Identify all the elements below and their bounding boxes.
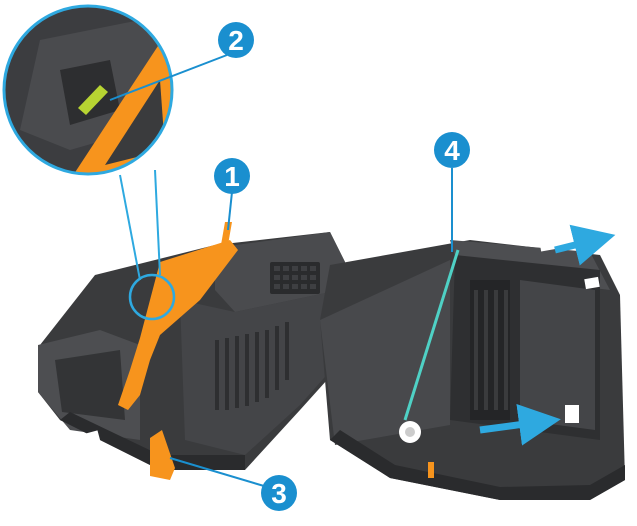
callout-3: 3 (261, 475, 297, 511)
pull-arrow-top (554, 224, 616, 266)
callout-2: 2 (218, 22, 254, 58)
callout-1: 1 (214, 158, 250, 194)
left-cartridge (38, 222, 345, 480)
callout-leaders (109, 54, 453, 487)
right-cartridge (320, 224, 625, 500)
callout-1-label: 1 (224, 161, 240, 192)
callout-4: 4 (434, 132, 470, 168)
pull-arrow-bottom (479, 403, 561, 446)
callout-4-label: 4 (444, 135, 460, 166)
magnifier-inset (2, 4, 174, 281)
callout-3-label: 3 (271, 478, 287, 509)
callout-2-label: 2 (228, 25, 244, 56)
